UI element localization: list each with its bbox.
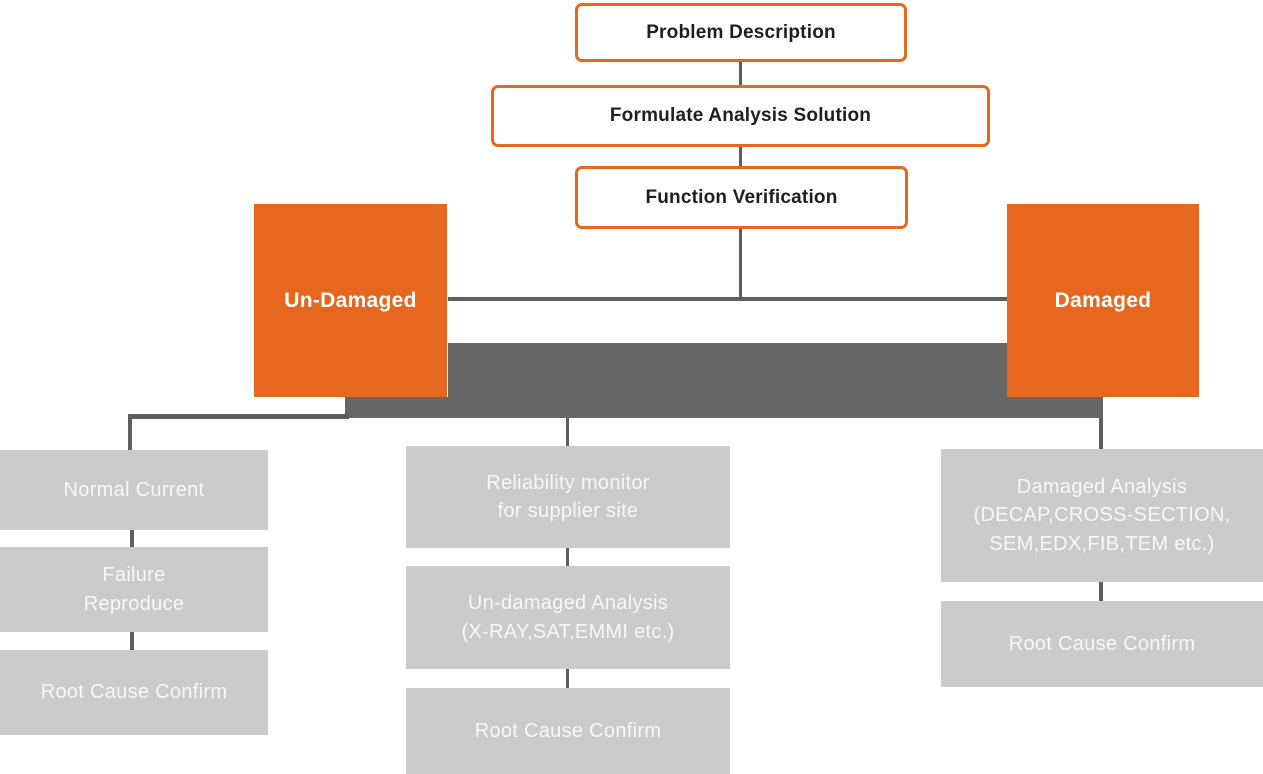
node-damaged-analysis: Damaged Analysis (DECAP,CROSS-SECTION, S…	[941, 449, 1263, 582]
connector-right-column	[1099, 418, 1103, 449]
node-label-line: (DECAP,CROSS-SECTION,	[973, 504, 1231, 527]
node-label: Un-Damaged	[284, 288, 417, 312]
merge-bar-lip	[345, 397, 1103, 418]
node-undamaged-analysis: Un-damaged Analysis (X-RAY,SAT,EMMI etc.…	[406, 566, 730, 669]
merge-bar	[448, 343, 1007, 397]
node-label-line: Damaged Analysis	[1016, 475, 1188, 498]
node-root-cause-confirm-left: Root Cause Confirm	[0, 650, 268, 735]
node-label: Root Cause Confirm	[474, 719, 662, 742]
connector-step2-step3	[739, 147, 742, 166]
node-formulate-analysis-solution: Formulate Analysis Solution	[491, 85, 990, 147]
node-root-cause-confirm-middle: Root Cause Confirm	[406, 688, 730, 774]
connector-branch-rail	[448, 297, 1007, 301]
node-failure-reproduce: Failure Reproduce	[0, 547, 268, 632]
node-reliability-monitor: Reliability monitor for supplier site	[406, 446, 730, 548]
connector-step3-branch-rail	[739, 229, 742, 299]
node-label-line: Failure	[102, 564, 166, 587]
node-label: Root Cause Confirm	[1008, 632, 1196, 655]
connector-left-column-vertical	[128, 414, 132, 450]
node-label-line: Reliability monitor	[486, 471, 650, 494]
node-label-line: Un-damaged Analysis	[467, 592, 669, 615]
node-label-line: for supplier site	[497, 500, 639, 522]
node-label: Normal Current	[63, 478, 205, 501]
node-function-verification: Function Verification	[575, 166, 908, 229]
connector-step1-step2	[739, 62, 742, 85]
node-label: Problem Description	[646, 21, 836, 43]
connector-left-column-horizontal	[128, 414, 349, 419]
node-undamaged: Un-Damaged	[254, 204, 447, 397]
connector-middle-1-2	[566, 548, 569, 566]
node-label: Damaged	[1054, 288, 1152, 312]
connector-middle-column	[566, 418, 569, 446]
node-normal-current: Normal Current	[0, 450, 268, 530]
node-label-line: Reproduce	[83, 592, 185, 615]
connector-right-1-2	[1099, 582, 1103, 601]
node-damaged: Damaged	[1007, 204, 1199, 397]
connector-left-1-2	[130, 530, 134, 547]
node-label-line: SEM,EDX,FIB,TEM etc.)	[989, 532, 1215, 555]
node-root-cause-confirm-right: Root Cause Confirm	[941, 601, 1263, 687]
node-label: Root Cause Confirm	[40, 681, 228, 704]
connector-middle-2-3	[566, 669, 569, 688]
node-label-line: (X-RAY,SAT,EMMI etc.)	[461, 620, 675, 643]
node-label: Formulate Analysis Solution	[609, 105, 872, 126]
node-problem-description: Problem Description	[575, 3, 907, 62]
connector-left-2-3	[130, 632, 134, 650]
node-label: Function Verification	[645, 186, 838, 208]
